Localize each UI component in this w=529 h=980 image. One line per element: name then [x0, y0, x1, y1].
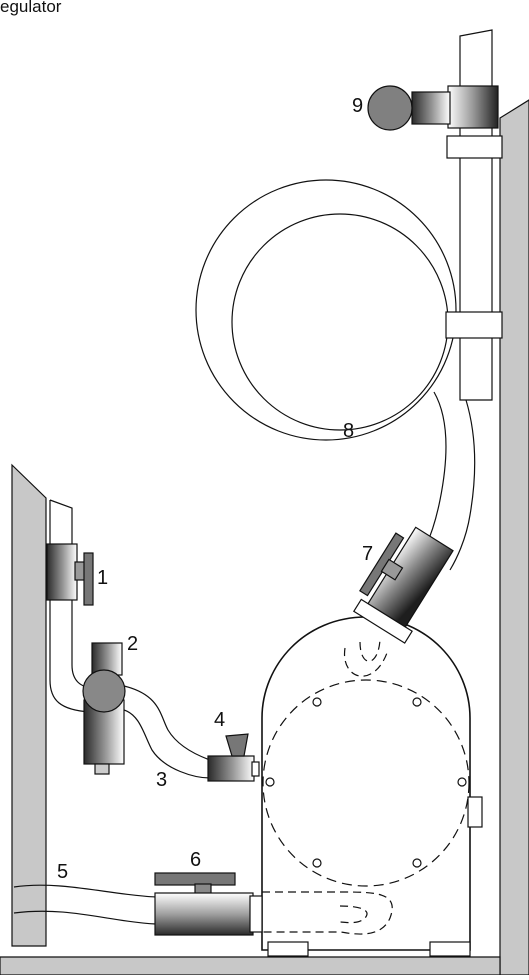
label-4: 4	[214, 709, 225, 731]
pipe-clamp-lower	[445, 311, 503, 339]
bottom-valve	[154, 872, 263, 936]
angled-connector	[352, 526, 454, 644]
label-9: 9	[352, 95, 363, 117]
label-6: 6	[190, 849, 201, 871]
supply-hose	[13, 884, 157, 925]
heater-housing	[261, 616, 483, 957]
wall-valve	[46, 543, 94, 606]
pipe-clamp-upper	[446, 135, 503, 159]
diagram-title: egulator	[0, 0, 62, 16]
label-8: 8	[343, 420, 354, 442]
inlet-hose	[123, 685, 211, 779]
left-wall-panel	[11, 463, 47, 947]
floor	[0, 956, 501, 976]
label-2: 2	[127, 633, 138, 655]
label-7: 7	[362, 543, 373, 565]
inlet-valve	[207, 733, 260, 782]
hose-coil	[195, 179, 476, 576]
label-1: 1	[97, 567, 108, 589]
regulator	[82, 642, 126, 775]
internal-pipes	[262, 639, 393, 935]
gas-tap	[367, 85, 499, 131]
label-3: 3	[156, 769, 167, 791]
right-wall	[499, 99, 529, 976]
label-5: 5	[57, 861, 68, 883]
